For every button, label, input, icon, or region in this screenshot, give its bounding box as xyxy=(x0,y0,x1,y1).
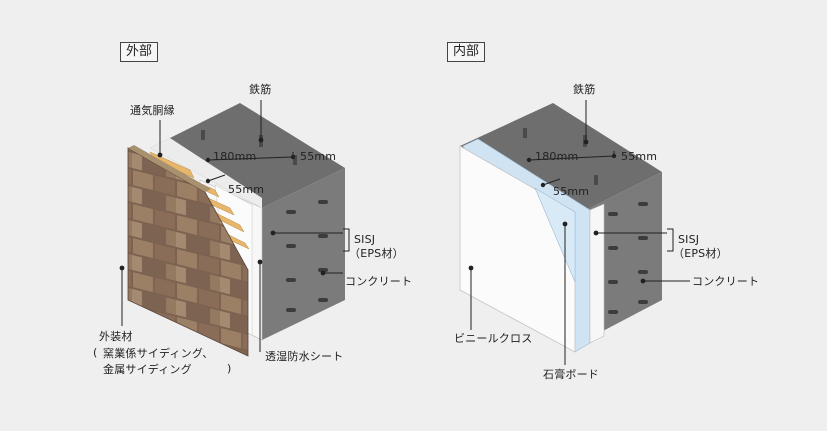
ext-leader-lines xyxy=(121,100,343,352)
ext-sisj-bracket xyxy=(343,228,350,252)
ext-leader-dots xyxy=(119,137,326,276)
ext-concrete-top xyxy=(150,103,345,208)
int-concrete-holes xyxy=(608,202,648,314)
ext-sisj-label: SISJ xyxy=(354,233,376,246)
int-rebar-label: 鉄筋 xyxy=(573,83,596,96)
ext-waterproof-label: 透湿防水シート xyxy=(265,350,344,363)
int-dim-55-top: 55mm xyxy=(621,150,658,163)
ext-concrete-holes xyxy=(286,200,328,312)
exterior-wall-block xyxy=(119,100,350,357)
ext-concrete-side xyxy=(262,168,345,340)
ext-dim-55-left: 55mm xyxy=(228,183,265,196)
int-dim-55-left: 55mm xyxy=(553,185,590,198)
ext-cladding-face xyxy=(127,147,249,357)
int-sisj-bracket xyxy=(667,228,674,252)
ext-cladding-close-paren: ) xyxy=(227,362,232,375)
ext-cladding-title: 外装材 xyxy=(99,330,133,343)
ext-eps-label: （EPS材） xyxy=(349,247,404,260)
ext-cladding-line2: 金属サイディング xyxy=(103,363,192,376)
ext-vent-furring-label: 通気胴縁 xyxy=(130,104,175,117)
int-concrete-label: コンクリート xyxy=(692,275,760,288)
exterior-section-tag: 外部 xyxy=(120,42,159,62)
ext-concrete-label: コンクリート xyxy=(345,275,413,288)
interior-section-tag: 内部 xyxy=(447,42,486,62)
ext-cladding-line1: 窯業係サイディング、 xyxy=(103,347,214,360)
interior-wall-block xyxy=(459,100,690,365)
ext-cladding-open-paren: ( xyxy=(93,346,98,359)
int-concrete-top xyxy=(460,103,662,212)
int-dim-180: 180mm xyxy=(535,150,579,163)
ext-rebar-label: 鉄筋 xyxy=(249,83,272,96)
int-gypsum-label: 石膏ボード xyxy=(543,368,599,381)
int-leader-dots xyxy=(468,139,646,284)
int-vinyl-cloth-label: ビニールクロス xyxy=(454,332,533,345)
int-sisj-label: SISJ xyxy=(678,233,700,246)
ext-dim-55-top: 55mm xyxy=(300,150,337,163)
ext-dim-180: 180mm xyxy=(213,150,257,163)
int-eps-label: （EPS材） xyxy=(673,247,728,260)
ext-cladding-edge xyxy=(128,145,211,192)
ext-insulation-top xyxy=(150,138,262,208)
int-insulation-front xyxy=(589,203,605,344)
int-leader-lines xyxy=(470,100,690,365)
